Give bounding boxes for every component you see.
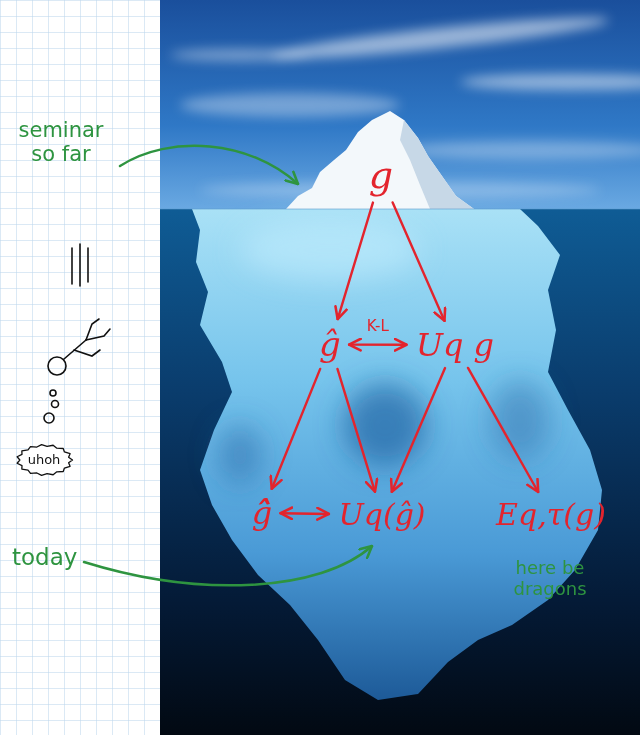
horizon xyxy=(160,209,640,210)
node-text: g xyxy=(369,154,394,198)
pointer-arrow xyxy=(120,146,298,184)
edge-label-text: K-L xyxy=(367,318,389,335)
note-text: seminar so far xyxy=(8,118,114,166)
arrow-connector xyxy=(337,369,374,492)
quantum-group: Uq g xyxy=(411,325,500,366)
node-text: Eq,τ(g) xyxy=(496,498,606,533)
sky xyxy=(160,0,640,209)
arrow-connector xyxy=(468,368,538,492)
grid-paper xyxy=(0,0,160,735)
iceberg-tip xyxy=(286,111,474,209)
quantum-affine: Uq(ĝ) xyxy=(333,496,431,535)
toroidal-algebra: ĝ̂ xyxy=(247,493,278,534)
arrow-connector xyxy=(392,368,445,492)
note-text: today xyxy=(12,544,77,570)
arrow-connector xyxy=(349,343,407,346)
arrow-connector xyxy=(393,202,445,320)
cloud-shape xyxy=(17,445,72,476)
pointer-arrow xyxy=(84,546,372,585)
arrow-connector xyxy=(272,369,320,489)
sea xyxy=(160,209,640,735)
today-note: today xyxy=(12,544,77,570)
node-text: ĝ̂ xyxy=(252,495,273,532)
lie-algebra: g xyxy=(364,152,399,200)
iceberg-tip-shadow xyxy=(400,120,474,209)
dragons-note: here be dragons xyxy=(502,558,598,599)
edge-label: K-L xyxy=(364,317,392,336)
node-text: Uq g xyxy=(416,327,495,364)
node-text: uhoh xyxy=(28,452,61,468)
affine-algebra: ĝ xyxy=(314,323,346,366)
iceberg-shading xyxy=(218,220,550,485)
falling-figure xyxy=(44,244,110,423)
note-text: here be dragons xyxy=(502,558,598,599)
node-text: ĝ xyxy=(319,325,341,364)
node-text: Uq(ĝ) xyxy=(338,498,426,533)
arrow-connector xyxy=(281,512,330,515)
paper-ground xyxy=(0,0,160,735)
arrow-connector xyxy=(338,203,373,320)
elliptic-algebra: Eq,τ(g) xyxy=(491,496,611,535)
thought-cloud: uhoh xyxy=(15,443,74,477)
seminar-note: seminar so far xyxy=(8,118,114,166)
iceberg-underwater xyxy=(192,209,602,700)
